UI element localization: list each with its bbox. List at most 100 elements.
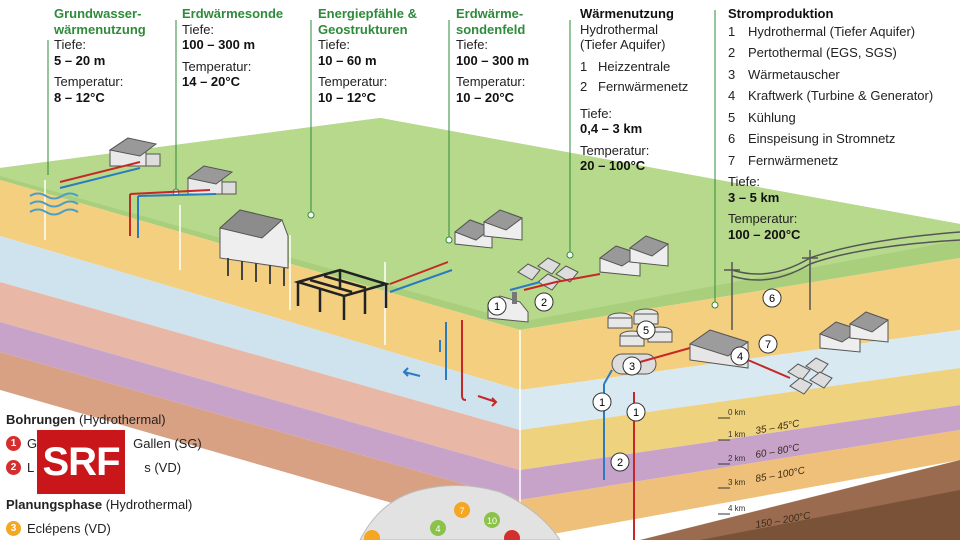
svg-text:6: 6: [769, 293, 775, 305]
small-houses-icon: [517, 257, 833, 395]
depth-scale: [718, 417, 730, 515]
depth-3km: 3 km: [728, 478, 746, 487]
layer-deep: [0, 352, 520, 540]
layer-purple: [0, 322, 520, 500]
legend-sub: (Hydrothermal): [105, 497, 193, 512]
col-title: Erdwärme- sondenfeld: [456, 6, 526, 37]
col-erdwaermesonde: Erdwärmesonde Tiefe: 100 – 300 m Tempera…: [182, 6, 283, 90]
temp-value: 10 – 20°C: [456, 89, 514, 105]
house-icon: [108, 137, 161, 167]
depth-value: 5 – 20 m: [54, 52, 106, 68]
temp-value: 100 – 200°C: [728, 226, 801, 242]
col-waermenutzung: Wärmenutzung Hydrothermal (Tiefer Aquife…: [580, 6, 688, 174]
svg-text:1: 1: [494, 301, 500, 313]
house-pair-icon: [818, 311, 890, 353]
temp-label: Temperatur:: [318, 74, 388, 89]
marker-1-deep: 1: [626, 402, 646, 422]
svg-text:1: 1: [633, 407, 639, 419]
depth-value: 100 – 300 m: [456, 52, 530, 68]
temp-label: Temperatur:: [728, 211, 798, 226]
marker-2-fernwaerme: 2: [534, 292, 554, 312]
depth-0km: 0 km: [728, 408, 746, 417]
marker-dot: 1: [6, 435, 21, 451]
house-icon: [186, 165, 237, 195]
temp-value: 8 – 12°C: [54, 89, 105, 105]
col-energiepfaehle: Energiepfähle & Geostrukturen Tiefe: 10 …: [318, 6, 417, 105]
layer-clay: [0, 282, 520, 470]
depth-value: 3 – 5 km: [728, 189, 780, 205]
depth-4km: 4 km: [728, 504, 746, 513]
groundwater-waves: [29, 192, 79, 216]
svg-text:4: 4: [435, 524, 440, 534]
col-sondenfeld: Erdwärme- sondenfeld Tiefe: 100 – 300 m …: [456, 6, 529, 105]
marker-dot: 3: [6, 520, 21, 536]
depth-value: 100 – 300 m: [182, 37, 256, 52]
layer-aquifer: [0, 236, 520, 430]
svg-text:7: 7: [459, 506, 464, 516]
marker-3-waermetauscher: 3: [622, 356, 642, 376]
svg-text:10: 10: [487, 516, 497, 526]
building-icon: [218, 209, 289, 286]
depth-label: Tiefe:: [456, 37, 489, 52]
depth-value: 0,4 – 3 km: [580, 121, 643, 136]
depth-label: Tiefe:: [54, 37, 87, 52]
marker-1-heizzentrale: 1: [487, 296, 507, 316]
depth-2km: 2 km: [728, 454, 746, 463]
svg-text:5: 5: [643, 325, 649, 337]
depth-label: Tiefe:: [182, 21, 215, 37]
power-line-icon: [724, 231, 960, 330]
depth-label: Tiefe:: [580, 105, 613, 121]
marker-4-kraftwerk: 4: [730, 346, 750, 366]
legend-title: Planungsphase: [6, 497, 103, 512]
col-subtitle: Hydrothermal (Tiefer Aquifer): [580, 21, 666, 53]
svg-text:1: 1: [599, 397, 605, 409]
temp-label: Temperatur:: [182, 58, 252, 74]
col-title: Energiepfähle & Geostrukturen: [318, 6, 417, 37]
svg-text:7: 7: [765, 339, 771, 351]
marker-6-stromnetz: 6: [762, 288, 782, 308]
marker-2-petrothermal: 2: [610, 452, 630, 472]
pile-grid-icon: [293, 268, 391, 320]
col-title: Erdwärmesonde: [182, 6, 284, 21]
marker-dot: 2: [6, 459, 21, 475]
depth-value: 10 – 60 m: [318, 52, 377, 68]
temp-value: 20 – 100°C: [580, 158, 646, 173]
svg-text:4: 4: [737, 351, 743, 363]
cold-pipes: [59, 167, 613, 480]
house-pair-icon: [598, 235, 670, 277]
temp-label: Temperatur:: [456, 74, 526, 89]
house-pair-icon: [454, 209, 524, 249]
switzerland-map-fragment: 7 10 4: [359, 485, 561, 540]
temp-label: Temperatur:: [580, 142, 650, 158]
marker-7-fernwaerme: 7: [758, 334, 778, 354]
depth-label: Tiefe:: [318, 37, 351, 52]
legend-title: Bohrungen: [6, 412, 76, 427]
hot-pipes: [59, 161, 791, 540]
marker-1-hydrothermal: 1: [592, 392, 612, 412]
temp-value: 10 – 12°C: [318, 89, 376, 105]
svg-text:3: 3: [629, 361, 635, 373]
col-grundwasser: Grundwasser- wärmenutzung Tiefe: 5 – 20 …: [54, 6, 146, 105]
marker-5-kuehlung: 5: [636, 320, 656, 340]
col-title: Stromproduktion: [728, 6, 834, 21]
srf-logo: SRF: [37, 430, 125, 494]
temp-value: 14 – 20°C: [182, 74, 240, 89]
depth-1km: 1 km: [728, 430, 746, 439]
